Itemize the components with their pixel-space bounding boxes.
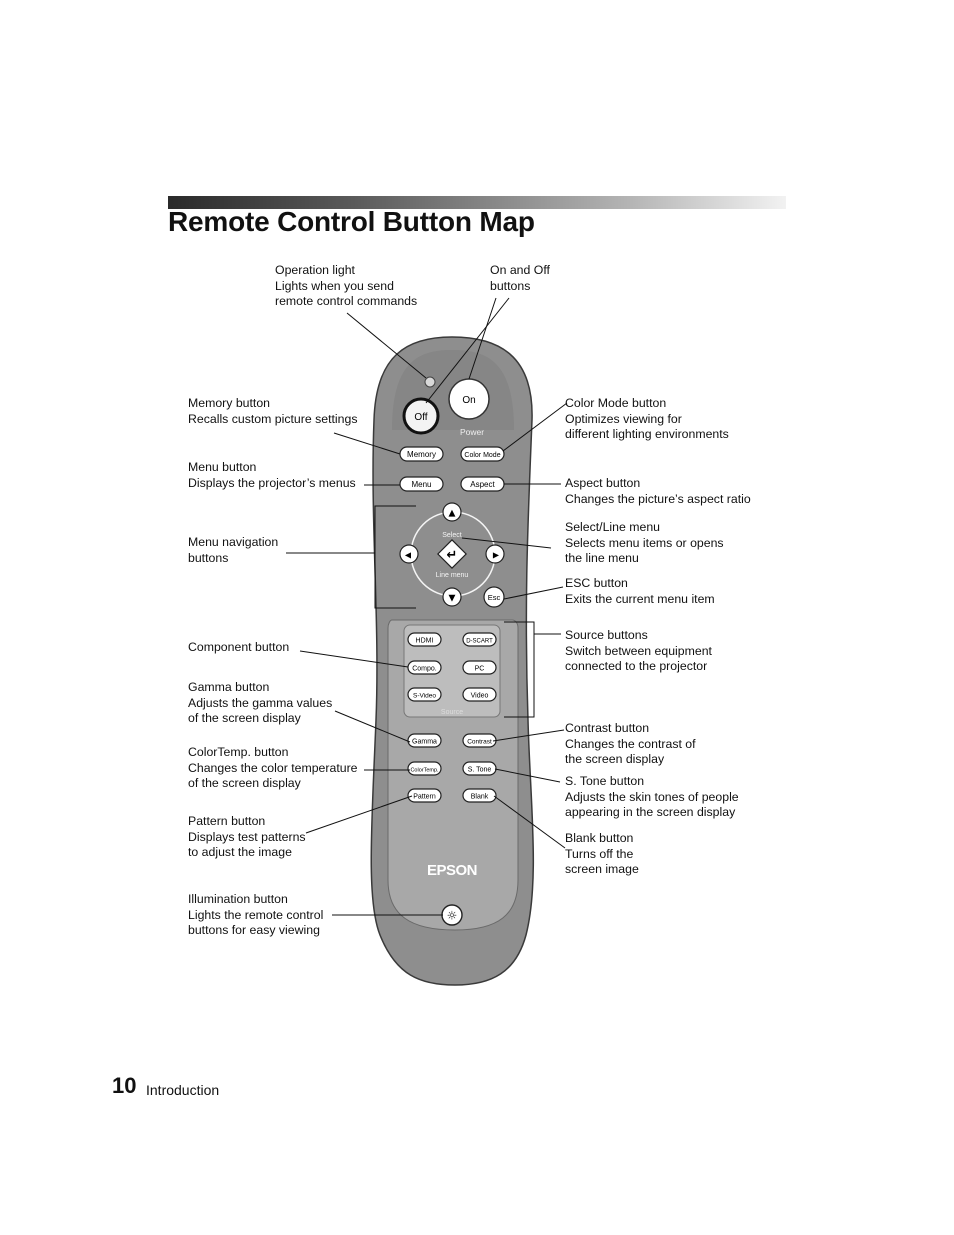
- contrast-button-label: Contrast: [467, 739, 492, 746]
- callout-contrast: Contrast button Changes the contrast of …: [565, 721, 696, 768]
- callout-colortemp: ColorTemp. button Changes the color temp…: [188, 745, 358, 792]
- callout-title: Blank button: [565, 831, 639, 847]
- callout-text: Turns off the: [565, 847, 639, 863]
- callout-esc: ESC button Exits the current menu item: [565, 576, 715, 607]
- callout-title: Source buttons: [565, 628, 712, 644]
- off-button-label: Off: [414, 412, 427, 423]
- callout-title: Memory button: [188, 396, 358, 412]
- callout-text: Changes the picture’s aspect ratio: [565, 492, 751, 508]
- color-mode-button-label: Color Mode: [464, 452, 500, 459]
- callout-title: Menu navigation: [188, 535, 278, 551]
- pc-button-label: PC: [475, 666, 485, 673]
- callout-text: remote control commands: [275, 294, 417, 310]
- stone-button-label: S. Tone: [468, 767, 492, 774]
- callout-text: Changes the color temperature: [188, 761, 358, 777]
- arrow-right-icon: ▶: [493, 551, 500, 560]
- callout-text: Adjusts the gamma values: [188, 696, 332, 712]
- callout-title: On and Off: [490, 263, 550, 279]
- callout-text: appearing in the screen display: [565, 805, 739, 821]
- callout-component: Component button: [188, 640, 289, 656]
- blank-button-label: Blank: [471, 794, 489, 801]
- callout-text: the screen display: [565, 752, 696, 768]
- callout-text: Lights when you send: [275, 279, 417, 295]
- callout-text: screen image: [565, 862, 639, 878]
- aspect-button-label: Aspect: [470, 480, 495, 489]
- callout-text: buttons: [188, 551, 278, 567]
- compo-button-label: Compo.: [412, 666, 437, 673]
- gamma-button-label: Gamma: [412, 739, 437, 746]
- pattern-button-label: Pattern: [413, 794, 436, 801]
- callout-memory: Memory button Recalls custom picture set…: [188, 396, 358, 427]
- callout-operation-light: Operation light Lights when you send rem…: [275, 263, 417, 310]
- callout-text: Displays test patterns: [188, 830, 306, 846]
- operation-light: [425, 377, 435, 387]
- callout-title: Gamma button: [188, 680, 332, 696]
- callout-text: buttons: [490, 279, 550, 295]
- power-label: Power: [460, 427, 484, 437]
- esc-button-label: Esc: [488, 593, 501, 602]
- callout-title: Aspect button: [565, 476, 751, 492]
- hdmi-button-label: HDMI: [416, 638, 434, 645]
- callout-select-line: Select/Line menu Selects menu items or o…: [565, 520, 724, 567]
- callout-text: Lights the remote control: [188, 908, 323, 924]
- callout-title: Illumination button: [188, 892, 323, 908]
- memory-button-label: Memory: [407, 450, 436, 459]
- callout-title: ColorTemp. button: [188, 745, 358, 761]
- arrow-left-icon: ◀: [405, 551, 412, 560]
- callout-title: ESC button: [565, 576, 715, 592]
- callout-text: Displays the projector’s menus: [188, 476, 356, 492]
- callout-text: Selects menu items or opens: [565, 536, 724, 552]
- svideo-button-label: S-Video: [413, 693, 436, 700]
- callout-color-mode: Color Mode button Optimizes viewing for …: [565, 396, 729, 443]
- on-button-label: On: [462, 395, 475, 406]
- callout-text: Switch between equipment: [565, 644, 712, 660]
- callout-text: Exits the current menu item: [565, 592, 715, 608]
- line-menu-label: Line menu: [436, 572, 469, 579]
- callout-title: Color Mode button: [565, 396, 729, 412]
- epson-logo: EPSON: [427, 862, 477, 879]
- callout-source: Source buttons Switch between equipment …: [565, 628, 712, 675]
- callout-title: Pattern button: [188, 814, 306, 830]
- callout-text: of the screen display: [188, 776, 358, 792]
- section-label: Introduction: [146, 1082, 219, 1098]
- colortemp-button-label: ColorTemp.: [410, 768, 439, 774]
- callout-text: to adjust the image: [188, 845, 306, 861]
- callout-on-off: On and Off buttons: [490, 263, 550, 294]
- callout-title: Select/Line menu: [565, 520, 724, 536]
- callout-title: S. Tone button: [565, 774, 739, 790]
- callout-stone: S. Tone button Adjusts the skin tones of…: [565, 774, 739, 821]
- video-button-label: Video: [471, 693, 489, 700]
- callout-text: buttons for easy viewing: [188, 923, 323, 939]
- arrow-up-icon: ▲: [449, 509, 456, 519]
- callout-menu: Menu button Displays the projector’s men…: [188, 460, 356, 491]
- callout-menu-navigation: Menu navigation buttons: [188, 535, 278, 566]
- arrow-down-icon: ▼: [449, 594, 456, 604]
- enter-icon: ↵: [447, 548, 458, 563]
- callout-text: Adjusts the skin tones of people: [565, 790, 739, 806]
- callout-pattern: Pattern button Displays test patterns to…: [188, 814, 306, 861]
- callout-title: Menu button: [188, 460, 356, 476]
- menu-button-label: Menu: [411, 480, 431, 489]
- callout-title: Component button: [188, 640, 289, 656]
- callout-aspect: Aspect button Changes the picture’s aspe…: [565, 476, 751, 507]
- callout-text: Optimizes viewing for: [565, 412, 729, 428]
- dscart-button-label: D-SCART: [466, 639, 493, 645]
- callout-text: the line menu: [565, 551, 724, 567]
- source-label: Source: [441, 709, 463, 716]
- page-number: 10: [112, 1073, 136, 1099]
- callout-blank: Blank button Turns off the screen image: [565, 831, 639, 878]
- callout-text: different lighting environments: [565, 427, 729, 443]
- callout-text: connected to the projector: [565, 659, 712, 675]
- callout-text: Recalls custom picture settings: [188, 412, 358, 428]
- callout-text: Changes the contrast of: [565, 737, 696, 753]
- callout-gamma: Gamma button Adjusts the gamma values of…: [188, 680, 332, 727]
- callout-text: of the screen display: [188, 711, 332, 727]
- callout-illumination: Illumination button Lights the remote co…: [188, 892, 323, 939]
- select-label: Select: [442, 532, 462, 539]
- callout-title: Contrast button: [565, 721, 696, 737]
- sun-icon: ☼: [447, 909, 458, 923]
- callout-title: Operation light: [275, 263, 417, 279]
